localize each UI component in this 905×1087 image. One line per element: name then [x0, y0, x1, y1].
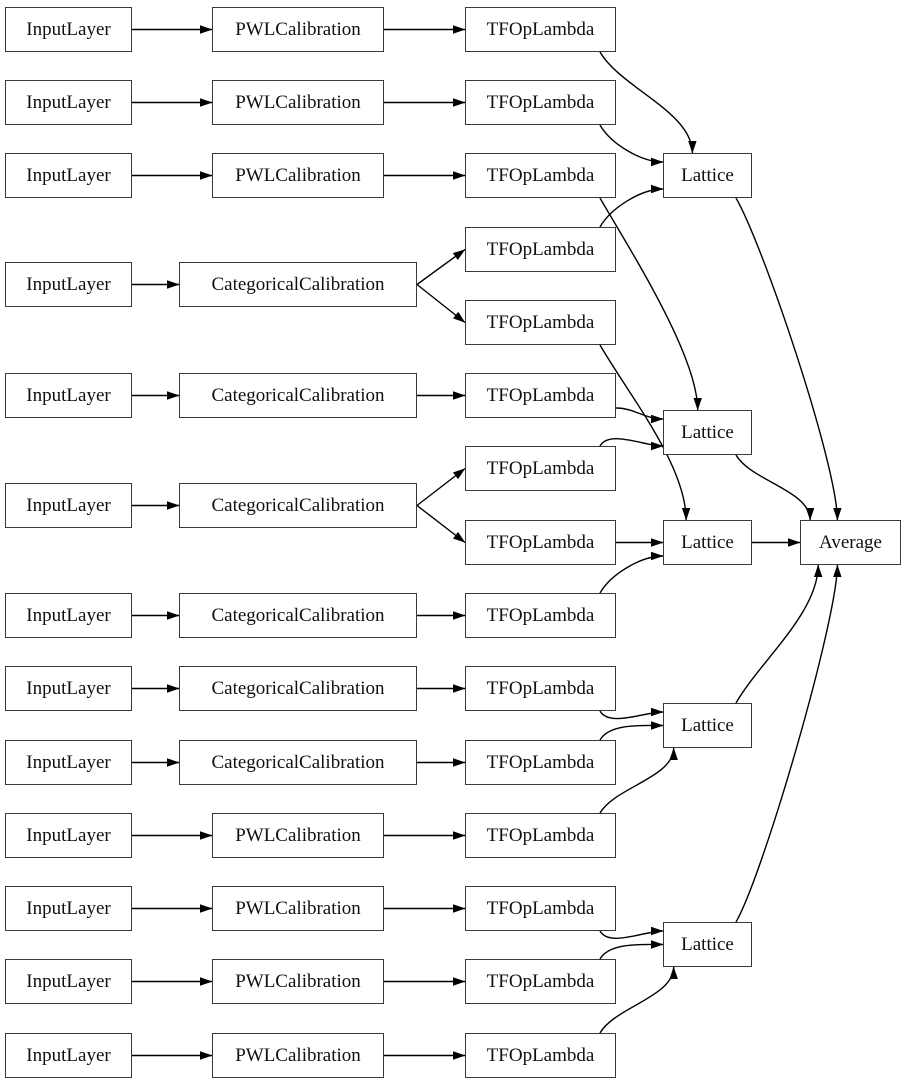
node-inputlayer-in1: InputLayer [5, 7, 132, 52]
edge-tf4-lat1 [599, 184, 664, 228]
node-pwlcalibration-cal12: PWLCalibration [212, 959, 384, 1004]
edge-tf9-lat3 [599, 551, 664, 594]
edge-cal6-tf8 [416, 504, 466, 544]
node-categoricalcalibration-cal7: CategoricalCalibration [179, 593, 417, 638]
node-categoricalcalibration-cal9: CategoricalCalibration [179, 740, 417, 785]
node-lattice-lat3: Lattice [663, 520, 752, 565]
node-inputlayer-in12: InputLayer [5, 959, 132, 1004]
node-pwlcalibration-cal1: PWLCalibration [212, 7, 384, 52]
edge-tf10-lat4 [599, 707, 664, 720]
node-lattice-lat4: Lattice [663, 703, 752, 748]
node-inputlayer-in4: InputLayer [5, 262, 132, 307]
edge-cal4-tf4 [416, 248, 466, 286]
node-categoricalcalibration-cal5: CategoricalCalibration [179, 373, 417, 418]
node-inputlayer-in10: InputLayer [5, 813, 132, 858]
edge-tf6-lat2 [615, 407, 664, 424]
node-tfoplambda-tf10: TFOpLambda [465, 666, 616, 711]
node-tfoplambda-tf4: TFOpLambda [465, 227, 616, 272]
edge-lat1-avg [735, 197, 842, 521]
node-pwlcalibration-cal3: PWLCalibration [212, 153, 384, 198]
edge-tf11-lat4 [599, 721, 664, 741]
edge-lat2-avg [735, 454, 815, 521]
node-inputlayer-in7: InputLayer [5, 593, 132, 638]
node-tfoplambda-tf1: TFOpLambda [465, 7, 616, 52]
edge-tf3-lat2 [599, 197, 702, 411]
node-inputlayer-in2: InputLayer [5, 80, 132, 125]
node-inputlayer-in6: InputLayer [5, 483, 132, 528]
node-tfoplambda-tf14: TFOpLambda [465, 959, 616, 1004]
node-inputlayer-in3: InputLayer [5, 153, 132, 198]
node-tfoplambda-tf7: TFOpLambda [465, 446, 616, 491]
node-inputlayer-in13: InputLayer [5, 1033, 132, 1078]
edge-cal6-tf7 [416, 467, 466, 507]
node-tfoplambda-tf13: TFOpLambda [465, 886, 616, 931]
edge-tf7-lat2 [599, 437, 664, 451]
edge-tf1-lat1 [599, 51, 697, 154]
node-tfoplambda-tf8: TFOpLambda [465, 520, 616, 565]
node-categoricalcalibration-cal8: CategoricalCalibration [179, 666, 417, 711]
node-tfoplambda-tf5: TFOpLambda [465, 300, 616, 345]
node-tfoplambda-tf9: TFOpLambda [465, 593, 616, 638]
node-lattice-lat2: Lattice [663, 410, 752, 455]
edge-tf2-lat1 [599, 124, 664, 167]
node-categoricalcalibration-cal6: CategoricalCalibration [179, 483, 417, 528]
node-tfoplambda-tf11: TFOpLambda [465, 740, 616, 785]
edge-tf5-lat3 [599, 344, 691, 521]
edge-cal4-tf5 [416, 283, 466, 324]
node-inputlayer-in8: InputLayer [5, 666, 132, 711]
node-average-avg: Average [800, 520, 901, 565]
edge-tf12-lat4 [599, 747, 678, 814]
node-pwlcalibration-cal13: PWLCalibration [212, 1033, 384, 1078]
node-inputlayer-in9: InputLayer [5, 740, 132, 785]
node-inputlayer-in5: InputLayer [5, 373, 132, 418]
edge-tf15-lat5 [599, 966, 678, 1034]
node-tfoplambda-tf15: TFOpLambda [465, 1033, 616, 1078]
node-tfoplambda-tf12: TFOpLambda [465, 813, 616, 858]
node-pwlcalibration-cal10: PWLCalibration [212, 813, 384, 858]
node-inputlayer-in11: InputLayer [5, 886, 132, 931]
node-tfoplambda-tf2: TFOpLambda [465, 80, 616, 125]
node-lattice-lat5: Lattice [663, 922, 752, 967]
edge-lat4-avg [735, 564, 823, 704]
edge-lat5-avg [735, 564, 842, 923]
node-tfoplambda-tf6: TFOpLambda [465, 373, 616, 418]
node-pwlcalibration-cal11: PWLCalibration [212, 886, 384, 931]
node-pwlcalibration-cal2: PWLCalibration [212, 80, 384, 125]
edge-tf13-lat5 [599, 926, 664, 940]
node-tfoplambda-tf3: TFOpLambda [465, 153, 616, 198]
node-lattice-lat1: Lattice [663, 153, 752, 198]
node-categoricalcalibration-cal4: CategoricalCalibration [179, 262, 417, 307]
edge-tf14-lat5 [599, 940, 664, 960]
